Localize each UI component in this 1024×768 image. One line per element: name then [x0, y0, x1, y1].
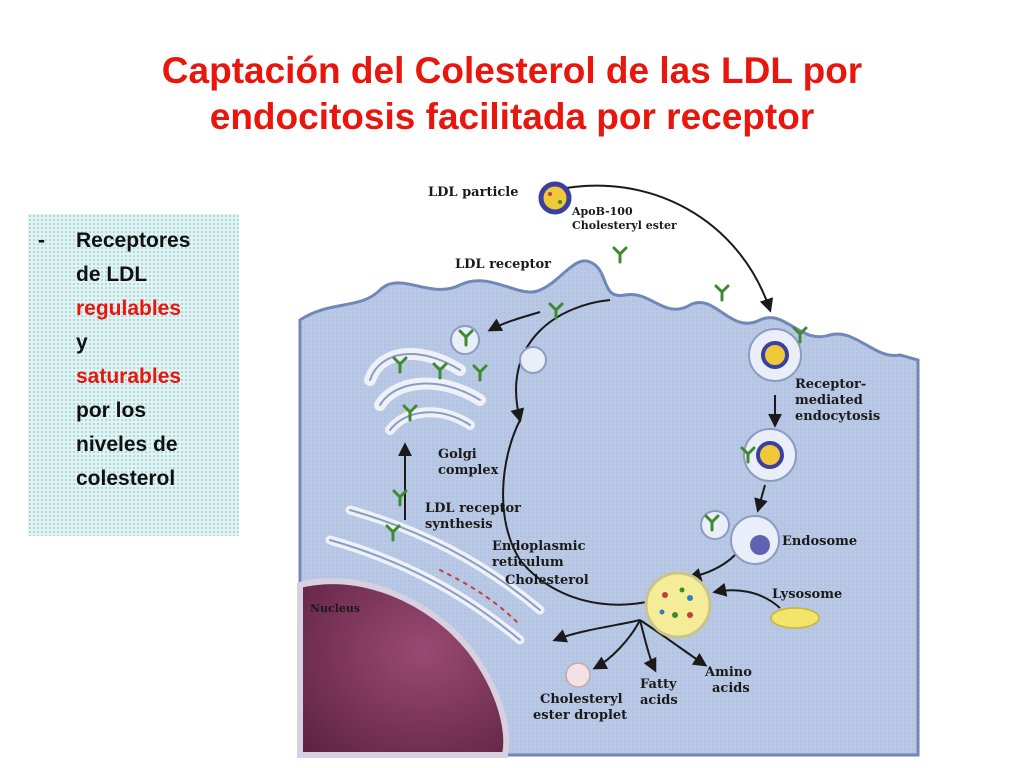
- label-ldl-particle: LDL particle: [428, 185, 519, 200]
- note-line-6: por los: [76, 399, 147, 422]
- degradation-products: [659, 587, 693, 618]
- note-line-2: de LDL: [76, 263, 148, 286]
- label-golgi-1: Golgi: [438, 447, 477, 462]
- title-line-1: Captación del Colesterol de las LDL por: [161, 50, 863, 91]
- endoplasmic-reticulum: [325, 505, 545, 645]
- note-line-3: regulables: [76, 297, 182, 320]
- label-golgi-2: complex: [438, 463, 499, 478]
- label-receptor-mediated-2: mediated: [795, 393, 863, 408]
- label-amino-2: acids: [712, 681, 750, 696]
- label-er-1: Endoplasmic: [492, 539, 586, 554]
- slide-title: Captación del Colesterol de las LDL por …: [0, 48, 1024, 140]
- label-synthesis-2: synthesis: [425, 517, 493, 532]
- note-line-1: Receptores: [76, 229, 191, 252]
- label-synthesis-1: LDL receptor: [425, 501, 521, 516]
- label-fatty-2: acids: [640, 693, 678, 708]
- cholesteryl-ester-droplet: [565, 662, 591, 688]
- ldl-particle: [538, 181, 572, 215]
- label-cholesterol: Cholesterol: [505, 573, 589, 588]
- cycle-arrow: [510, 299, 611, 423]
- label-droplet-1: Cholesteryl: [540, 692, 623, 707]
- label-nucleus: Nucleus: [310, 602, 360, 615]
- label-lysosome: Lysosome: [772, 587, 842, 602]
- label-endosome: Endosome: [782, 534, 857, 549]
- note-line-7: niveles de: [76, 433, 178, 456]
- label-fatty-1: Fatty: [640, 677, 677, 692]
- label-amino-1: Amino: [704, 665, 752, 680]
- note-line-4: y: [76, 331, 88, 354]
- label-receptor-mediated-3: endocytosis: [795, 409, 880, 424]
- note-dash: -: [38, 229, 45, 252]
- transport-vesicle-2: [519, 346, 547, 374]
- note-box: [28, 214, 239, 536]
- ldl-receptors: [385, 246, 808, 542]
- note-line-8: colesterol: [76, 467, 176, 490]
- ldl-entry-arrow: [554, 184, 774, 313]
- label-apob: ApoB-100: [571, 205, 633, 218]
- label-cholesteryl-ester: Cholesteryl ester: [572, 219, 677, 232]
- label-er-2: reticulum: [492, 555, 564, 570]
- label-ldl-receptor: LDL receptor: [455, 257, 551, 272]
- nucleus: [297, 578, 510, 758]
- label-droplet-2: ester droplet: [533, 708, 627, 723]
- note-line-5: saturables: [76, 365, 182, 388]
- note-text: - Receptores de LDL regulables y saturab…: [38, 224, 233, 496]
- lysosome: [770, 607, 820, 629]
- golgi-complex: [364, 348, 486, 435]
- label-receptor-mediated-1: Receptor-: [795, 377, 866, 392]
- title-line-2: endocitosis facilitada por receptor: [209, 96, 815, 137]
- lysosome-fusion-vesicle: [644, 571, 712, 639]
- product-arrows: [552, 619, 708, 673]
